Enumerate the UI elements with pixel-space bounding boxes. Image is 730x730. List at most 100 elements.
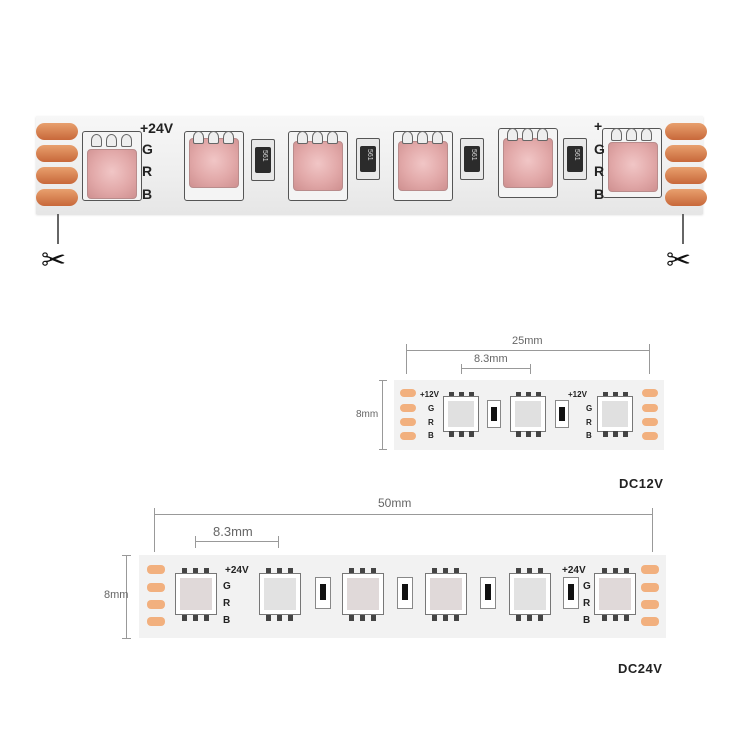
solder-pad (400, 404, 416, 412)
led-pins (514, 431, 544, 437)
dimension-line (461, 368, 531, 369)
led-chip (342, 573, 384, 615)
voltage-label: +24V (225, 565, 249, 576)
channel-label-r: R (586, 418, 592, 427)
scissors-icon: ✂ (41, 244, 67, 277)
led-lens (293, 141, 343, 191)
solder-pad (400, 389, 416, 397)
led-pin (611, 128, 622, 141)
dimension-tick (154, 508, 155, 552)
solder-pad (147, 565, 165, 574)
led-pins (180, 568, 210, 574)
solder-pad (400, 432, 416, 440)
solder-pad (641, 617, 659, 626)
voltage-label: +24V (562, 565, 586, 576)
voltage-label: +12V (420, 390, 439, 399)
led-pins (347, 568, 377, 574)
led-pins (430, 568, 460, 574)
led-pins (514, 568, 544, 574)
led-pin (91, 134, 102, 147)
length-label: 50mm (378, 496, 412, 510)
led-pin (432, 131, 443, 144)
channel-label-b: B (594, 186, 605, 202)
resistor: 561 (356, 138, 380, 180)
led-pin (402, 131, 413, 144)
led-lens (87, 149, 137, 199)
led-pin (121, 134, 132, 147)
dimension-tick (195, 536, 196, 548)
copper-pad (665, 167, 707, 184)
voltage-label: +24V (140, 120, 174, 136)
led-chip (594, 573, 636, 615)
channel-label-b: B (428, 431, 434, 440)
solder-pad (147, 583, 165, 592)
solder-pad (642, 389, 658, 397)
led-pin (507, 128, 518, 141)
dimension-line (126, 555, 127, 639)
channel-label-r: R (428, 418, 434, 427)
solder-pad (641, 583, 659, 592)
led-pin (641, 128, 652, 141)
resistor (487, 400, 501, 428)
voltage-caption: DC24V (618, 661, 663, 676)
led-pins (600, 615, 630, 621)
resistor-body (402, 584, 408, 600)
led-chip (597, 396, 633, 432)
dimension-tick (652, 508, 653, 552)
dimension-tick (122, 638, 131, 639)
channel-label-g: G (428, 404, 435, 413)
copper-pad (36, 123, 78, 140)
led-lens (189, 138, 239, 188)
led-pins (264, 568, 294, 574)
resistor-body (320, 584, 326, 600)
channel-label-g: G (142, 141, 153, 157)
led-pin (297, 131, 308, 144)
led-pins (447, 431, 477, 437)
led-pin (312, 131, 323, 144)
channel-label-g: G (594, 141, 605, 157)
led-pins (601, 392, 631, 398)
led-lens (503, 138, 553, 188)
channel-label-g: G (223, 581, 231, 592)
led-strip-12v: +12V G R B +12V G R B (394, 380, 664, 450)
channel-label-r: R (142, 163, 153, 179)
dimension-tick (278, 536, 279, 548)
cut-line (57, 214, 59, 244)
resistor (555, 400, 569, 428)
solder-pad (147, 617, 165, 626)
led-chip (259, 573, 301, 615)
channel-label-r: R (594, 163, 605, 179)
resistor-body (568, 584, 574, 600)
led-pin (208, 131, 219, 144)
resistor: 561 (251, 139, 275, 181)
solder-pad (400, 418, 416, 426)
cut-line (682, 214, 684, 244)
width-label: 8mm (104, 589, 129, 601)
resistor: 561 (460, 138, 484, 180)
resistor-body (485, 584, 491, 600)
led-lens (608, 142, 658, 192)
length-label: 25mm (512, 335, 543, 347)
led-pins (347, 615, 377, 621)
led-chip (175, 573, 217, 615)
channel-label-b: B (586, 431, 592, 440)
led-pins (447, 392, 477, 398)
width-label: 8mm (356, 409, 379, 420)
dimension-line (382, 380, 383, 450)
solder-pad (642, 432, 658, 440)
voltage-label: +12V (568, 390, 587, 399)
led-pins (180, 615, 210, 621)
led-strip-photo: 561 561 561 561 +24V G R B + G R B (36, 116, 707, 214)
pitch-label: 8.3mm (213, 524, 253, 539)
led-pin (327, 131, 338, 144)
led-pins (514, 615, 544, 621)
dimension-tick (649, 344, 650, 374)
led-pin (417, 131, 428, 144)
led-pin (106, 134, 117, 147)
dimension-line (406, 350, 650, 351)
led-pin (522, 128, 533, 141)
solder-pad (641, 565, 659, 574)
copper-pad (36, 145, 78, 162)
channel-label-g: G (583, 581, 591, 592)
led-pins (514, 392, 544, 398)
